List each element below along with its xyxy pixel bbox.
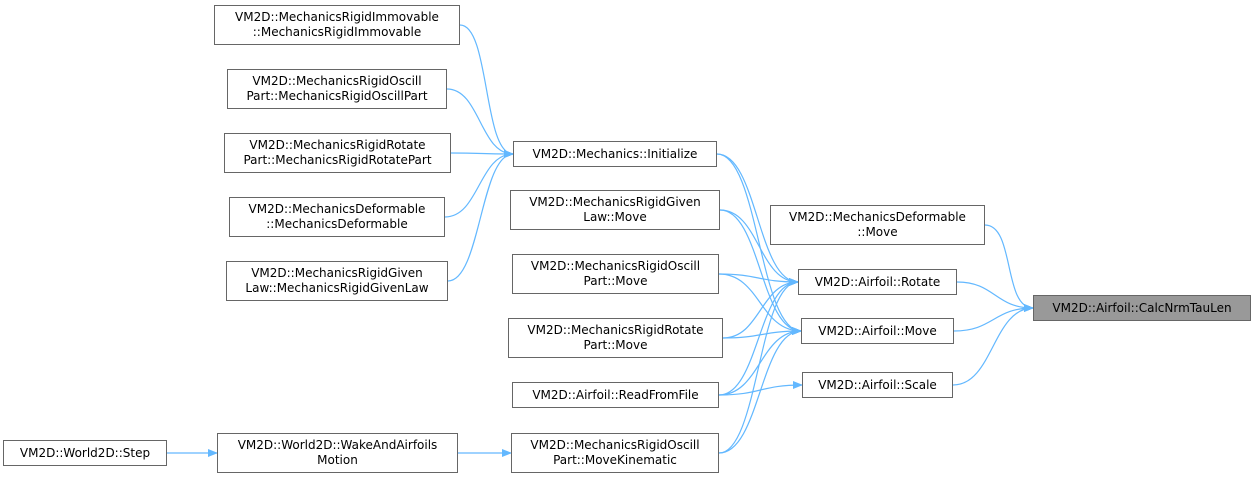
node-immovable-ctor[interactable]: VM2D::MechanicsRigidImmovable ::Mechanic… (214, 5, 460, 45)
node-label-line: VM2D::MechanicsDeformable (789, 210, 966, 224)
edge-airfoil_rotate-to-calc_nrm_tau_len (956, 281, 1034, 312)
node-label-line: VM2D::MechanicsRigidGiven (251, 266, 423, 280)
edge-rotate_ctor-to-mech_init (450, 149, 514, 158)
node-deformable-ctor[interactable]: VM2D::MechanicsDeformable ::MechanicsDef… (229, 197, 445, 237)
node-label-line: VM2D::World2D::WakeAndAirfoils (237, 438, 438, 452)
edge-mech_init-to-airfoil_move (716, 153, 802, 335)
node-world-step[interactable]: VM2D::World2D::Step (3, 440, 167, 466)
node-wake-motion[interactable]: VM2D::World2D::WakeAndAirfoils Motion (217, 433, 458, 473)
node-label-line: Motion (317, 453, 358, 467)
node-label-line: VM2D::MechanicsRigidImmovable (235, 10, 439, 24)
node-calc-nrm-tau-len: VM2D::Airfoil::CalcNrmTauLen (1033, 295, 1251, 321)
node-label-line: ::Move (857, 225, 898, 239)
node-label-line: VM2D::MechanicsRigidRotate (249, 138, 426, 152)
node-label-line: VM2D::World2D::Step (19, 445, 151, 460)
node-label-line: Part::MoveKinematic (553, 453, 677, 467)
node-label-line: VM2D::Airfoil::Rotate (814, 274, 941, 289)
node-label-line: ::MechanicsDeformable (266, 217, 408, 231)
edge-immovable_ctor-to-mech_init (459, 24, 514, 158)
node-rotate-ctor[interactable]: VM2D::MechanicsRigidRotate Part::Mechani… (224, 133, 451, 173)
edge-move_kinematic-to-airfoil_move (718, 327, 802, 454)
node-label-line: VM2D::MechanicsRigidGiven (529, 195, 701, 209)
node-label-line: VM2D::Airfoil::CalcNrmTauLen (1052, 300, 1232, 315)
node-mechanics-initialize[interactable]: VM2D::Mechanics::Initialize (513, 141, 717, 167)
node-label-line: VM2D::Airfoil::Move (818, 323, 937, 338)
node-label-line: ::MechanicsRigidImmovable (252, 25, 422, 39)
node-label-line: VM2D::MechanicsDeformable (248, 202, 426, 216)
node-oscill-ctor[interactable]: VM2D::MechanicsRigidOscill Part::Mechani… (227, 69, 447, 109)
node-rotate-move[interactable]: VM2D::MechanicsRigidRotate Part::Move (508, 318, 723, 358)
node-label-line: Law::MechanicsRigidGivenLaw (245, 281, 429, 295)
node-givenlaw-move[interactable]: VM2D::MechanicsRigidGiven Law::Move (510, 190, 720, 230)
edge-deformable_ctor-to-mech_init (444, 150, 514, 218)
node-givenlaw-ctor[interactable]: VM2D::MechanicsRigidGiven Law::Mechanics… (226, 261, 448, 301)
node-deformable-move[interactable]: VM2D::MechanicsDeformable ::Move (770, 205, 985, 245)
edge-oscill_ctor-to-mech_init (446, 88, 514, 158)
node-label-line: VM2D::MechanicsRigidOscill (252, 74, 422, 88)
node-read-from-file[interactable]: VM2D::Airfoil::ReadFromFile (512, 382, 719, 408)
node-airfoil-scale[interactable]: VM2D::Airfoil::Scale (802, 372, 953, 398)
edge-oscill_move-to-airfoil_rotate (718, 273, 799, 286)
node-label-line: Part::MechanicsRigidOscillPart (246, 89, 428, 103)
edge-airfoil_scale-to-calc_nrm_tau_len (952, 304, 1034, 386)
edge-givenlaw_move-to-airfoil_move (719, 209, 802, 335)
edge-rotate_move-to-airfoil_rotate (722, 278, 799, 339)
node-label-line: VM2D::Airfoil::ReadFromFile (532, 387, 699, 402)
node-airfoil-move[interactable]: VM2D::Airfoil::Move (801, 318, 954, 344)
edge-givenlaw_move-to-airfoil_rotate (719, 209, 799, 286)
node-label-line: Part::MechanicsRigidRotatePart (243, 153, 432, 167)
edge-read_from_file-to-airfoil_rotate (718, 278, 799, 396)
node-label-line: VM2D::MechanicsRigidOscill (530, 438, 700, 452)
edge-move_kinematic-to-airfoil_rotate (718, 278, 799, 454)
node-label-line: VM2D::Airfoil::Scale (818, 377, 937, 392)
node-label-line: Part::Move (583, 338, 648, 352)
node-label-line: VM2D::Mechanics::Initialize (532, 146, 698, 161)
node-move-kinematic[interactable]: VM2D::MechanicsRigidOscill Part::MoveKin… (511, 433, 719, 473)
edge-airfoil_move-to-calc_nrm_tau_len (953, 304, 1034, 332)
edge-mech_init-to-airfoil_rotate (716, 153, 799, 286)
edge-deformable_move-to-calc_nrm_tau_len (984, 224, 1034, 312)
node-label-line: Part::Move (583, 274, 648, 288)
node-label-line: Law::Move (583, 210, 647, 224)
node-airfoil-rotate[interactable]: VM2D::Airfoil::Rotate (798, 269, 957, 295)
edge-oscill_move-to-airfoil_move (718, 273, 802, 335)
edge-rotate_move-to-airfoil_move (722, 327, 802, 339)
edge-givenlaw_ctor-to-mech_init (447, 150, 514, 282)
node-label-line: VM2D::MechanicsRigidOscill (530, 259, 701, 273)
node-label-line: VM2D::MechanicsRigidRotate (527, 323, 704, 337)
node-oscill-move[interactable]: VM2D::MechanicsRigidOscill Part::Move (512, 254, 719, 294)
